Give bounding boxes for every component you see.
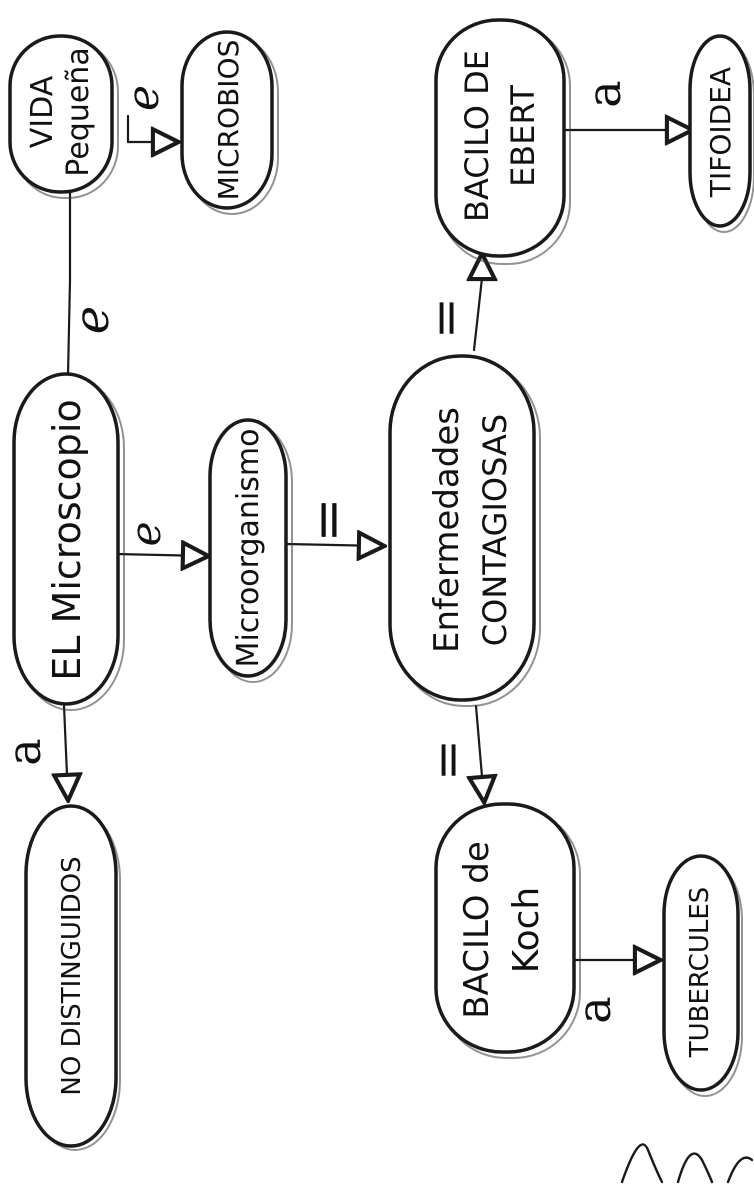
edge-enfermedades-bacilo-eberth: =: [416, 256, 482, 352]
edge-label: e: [121, 522, 170, 547]
node-microorganismo: Microorganismo: [208, 418, 293, 683]
node-label: BACILO DE: [458, 50, 496, 222]
edge-label: =: [416, 297, 474, 339]
edge-label: e: [64, 306, 120, 334]
edge-label: a: [577, 80, 631, 107]
edges: e e e = =: [0, 80, 690, 1024]
node-bacilo-de-koch: BACILO de Koch: [434, 802, 581, 1059]
edge-label: =: [296, 497, 359, 542]
node-microbios: MICROBIOS: [180, 30, 279, 215]
node-label: VIDA: [25, 75, 60, 148]
edge-microscopio-microorganismo: e: [114, 522, 206, 556]
edge-microscopio-no-distinguidos: a: [0, 704, 68, 798]
node-tifoidea: TIFOIDEA: [688, 34, 754, 233]
node-label: NO DISTINGUIDOS: [57, 856, 87, 1095]
node-label: MICROBIOS: [212, 40, 245, 201]
edge-label: e: [118, 85, 169, 111]
node-tuberculosis: TUBERCULES: [662, 854, 743, 1097]
node-enfermedades-contagiosas: Enfermedades CONTAGIOSAS: [388, 354, 541, 707]
node-bacilo-de-eberth: BACILO DE EBERT: [434, 18, 571, 265]
edge-enfermedades-bacilo-koch: =: [418, 704, 484, 800]
node-label: Microorganismo: [231, 429, 266, 668]
edge-bacilo-eberth-tifoidea: a: [564, 80, 690, 130]
node-label: TUBERCULES: [685, 887, 715, 1059]
nodes: EL Microscopio VIDA Pequeña MICROBIOS Mi…: [8, 18, 754, 1151]
node-label: TIFOIDEA: [704, 67, 737, 198]
node-label: CONTAGIOSAS: [476, 414, 514, 646]
node-no-distinguidos: NO DISTINGUIDOS: [24, 804, 121, 1151]
edge-bacilo-koch-tuberculosis: a: [567, 960, 658, 1024]
node-label: BACILO de: [457, 841, 497, 1019]
node-label: EL Microscopio: [45, 399, 89, 680]
node-vida-pequena: VIDA Pequeña: [8, 34, 119, 199]
edge-label: a: [0, 738, 51, 765]
edge-label: =: [418, 739, 476, 781]
node-el-microscopio: EL Microscopio: [12, 372, 125, 711]
node-label: Enfermedades: [427, 407, 467, 653]
stray-pen-marks: [620, 1143, 754, 1184]
node-label: Pequeña: [61, 47, 96, 176]
edge-vida-microbios: e: [118, 85, 176, 142]
node-label: Koch: [506, 887, 547, 973]
edge-label: a: [567, 996, 621, 1023]
edge-microorganismo-enfermedades: =: [284, 497, 382, 546]
node-label: EBERT: [504, 85, 542, 187]
